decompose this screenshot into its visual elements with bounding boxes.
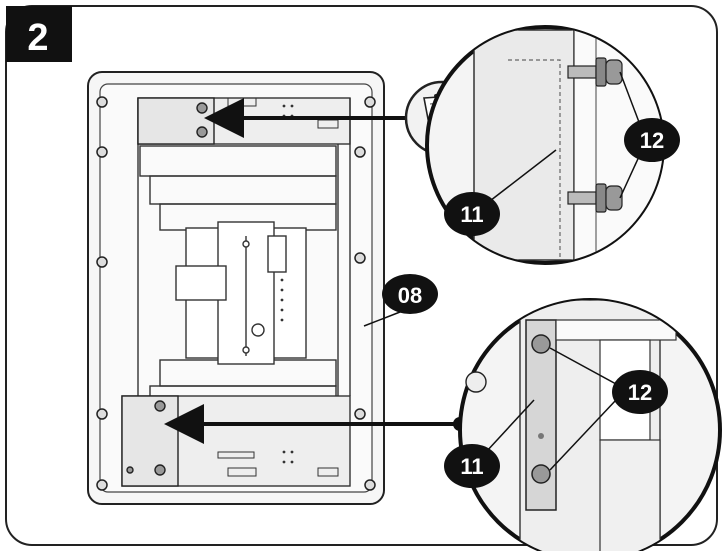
screw-top-1 [567,57,623,87]
mounting-plate [175,221,307,365]
zoom-bottom [458,298,722,551]
callout-11-bottom-label: 11 [460,454,483,479]
step-badge: 2 [6,6,72,62]
callout-12-top-label: 12 [640,128,664,153]
step-number: 2 [27,17,48,59]
callout-11-top: 11 [444,192,500,236]
panel-bracket-bottom [121,395,179,487]
callout-08-label: 08 [398,283,422,308]
callout-08: 08 [363,274,438,327]
callout-12-bottom: 12 [612,370,668,414]
screw-top-2 [567,183,623,213]
callout-12-bottom-label: 12 [628,380,652,405]
panel-bracket-top [137,97,215,145]
callout-11-top-label: 11 [460,202,483,227]
callout-12-top: 12 [624,118,680,162]
panel-screws [96,96,376,491]
panel-08 [87,71,385,505]
callout-11-bottom: 11 [444,444,500,488]
